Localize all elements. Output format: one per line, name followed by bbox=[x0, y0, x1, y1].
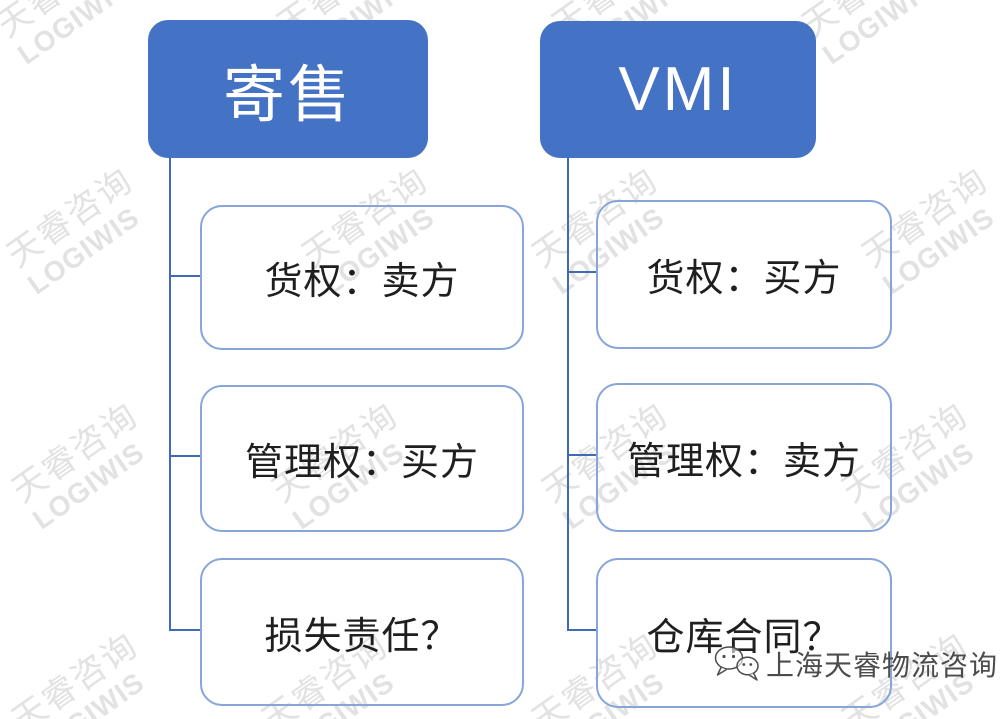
header-label-consignment: 寄售 bbox=[222, 61, 353, 130]
item-label: 损失责任？ bbox=[264, 615, 460, 658]
connector-branch-consignment-2 bbox=[169, 455, 202, 457]
item-box-vmi-management: 管理权：卖方 bbox=[596, 383, 892, 532]
item-label: 管理权：买方 bbox=[244, 442, 479, 484]
connector-branch-vmi-1 bbox=[567, 271, 598, 273]
item-label: 货权：买方 bbox=[646, 258, 842, 300]
header-label-vmi: VMI bbox=[618, 55, 738, 124]
brand-text: 上海天睿物流咨询 bbox=[766, 650, 999, 681]
connector-branch-vmi-2 bbox=[567, 454, 598, 456]
header-box-vmi: VMI bbox=[540, 21, 816, 158]
header-box-consignment: 寄售 bbox=[148, 20, 428, 158]
item-label: 管理权：卖方 bbox=[626, 441, 861, 483]
brand-footer: 上海天睿物流咨询 bbox=[712, 644, 998, 684]
item-box-vmi-ownership: 货权：买方 bbox=[596, 200, 892, 349]
item-box-consignment-ownership: 货权：卖方 bbox=[200, 205, 524, 350]
connector-branch-vmi-3 bbox=[567, 629, 598, 631]
connector-trunk-vmi bbox=[567, 157, 569, 631]
connector-branch-consignment-3 bbox=[169, 629, 202, 631]
item-box-vmi-warehouse-contract: 仓库合同？ bbox=[596, 558, 892, 708]
item-box-consignment-loss-liability: 损失责任？ bbox=[200, 558, 524, 706]
item-label: 仓库合同？ bbox=[646, 616, 842, 659]
item-box-consignment-management: 管理权：买方 bbox=[200, 385, 524, 532]
wechat-icon bbox=[714, 646, 759, 681]
connector-trunk-consignment bbox=[169, 157, 171, 631]
connector-branch-consignment-1 bbox=[169, 275, 202, 277]
item-label: 货权：卖方 bbox=[264, 261, 460, 303]
